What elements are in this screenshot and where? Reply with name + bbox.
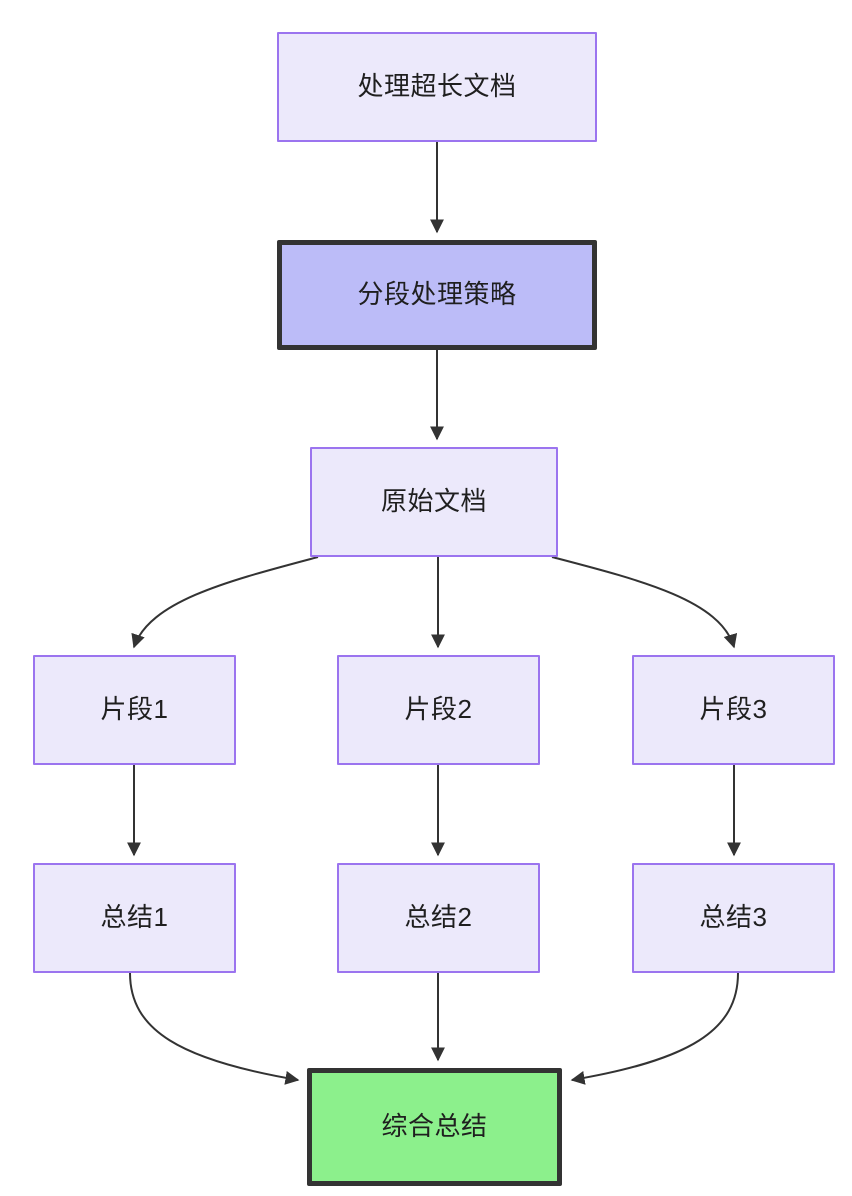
node-long-doc-label: 处理超长文档 xyxy=(357,71,517,102)
node-source-doc-label: 原始文档 xyxy=(380,486,487,517)
node-source-doc[interactable]: 原始文档 xyxy=(310,447,558,557)
edge-summary-3-to-final-summary xyxy=(570,972,739,1085)
node-chunk-strategy[interactable]: 分段处理策略 xyxy=(277,240,597,350)
node-fragment-1[interactable]: 片段1 xyxy=(33,655,236,765)
node-summary-2-label: 总结2 xyxy=(404,902,473,933)
node-chunk-strategy-label: 分段处理策略 xyxy=(357,279,517,310)
edge-source-doc-to-fragment-1 xyxy=(131,556,319,649)
node-summary-1-label: 总结1 xyxy=(100,902,169,933)
node-long-doc[interactable]: 处理超长文档 xyxy=(277,32,597,142)
node-summary-2[interactable]: 总结2 xyxy=(337,863,540,973)
node-summary-3[interactable]: 总结3 xyxy=(632,863,835,973)
node-summary-3-label: 总结3 xyxy=(699,902,768,933)
node-fragment-3-label: 片段3 xyxy=(699,694,768,725)
node-fragment-1-label: 片段1 xyxy=(100,694,169,725)
node-final-summary-label: 综合总结 xyxy=(381,1111,488,1142)
node-fragment-2[interactable]: 片段2 xyxy=(337,655,540,765)
edge-source-doc-to-fragment-3 xyxy=(551,556,738,649)
node-fragment-2-label: 片段2 xyxy=(404,694,473,725)
edge-summary-1-to-final-summary xyxy=(129,972,300,1085)
node-fragment-3[interactable]: 片段3 xyxy=(632,655,835,765)
node-final-summary[interactable]: 综合总结 xyxy=(307,1068,562,1186)
node-summary-1[interactable]: 总结1 xyxy=(33,863,236,973)
